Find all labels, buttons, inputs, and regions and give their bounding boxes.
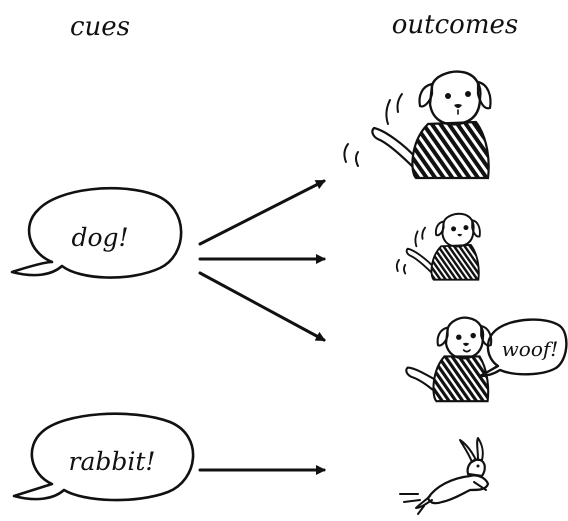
dog-wagging-large-icon bbox=[343, 70, 492, 180]
woof-speech-text: woof! bbox=[502, 337, 559, 361]
cue-bubble-rabbit: rabbit! bbox=[12, 412, 195, 502]
cues-header: cues bbox=[70, 12, 130, 42]
outcomes-header: outcomes bbox=[392, 10, 518, 40]
dog-barking-icon bbox=[405, 316, 493, 403]
speech-bubble-outline bbox=[10, 186, 183, 279]
speech-bubble-outline bbox=[12, 412, 195, 502]
arrow-dog-to-barking-dog bbox=[198, 271, 326, 342]
cue-label-dog: dog! bbox=[71, 223, 128, 252]
rabbit-running-icon bbox=[399, 437, 490, 515]
cue-label-rabbit: rabbit! bbox=[69, 447, 156, 476]
cue-bubble-dog: dog! bbox=[10, 186, 183, 279]
dog-wagging-small-icon bbox=[395, 212, 481, 281]
woof-speech-bubble: woof! bbox=[478, 318, 568, 378]
arrow-dog-to-large-dog bbox=[198, 179, 326, 246]
